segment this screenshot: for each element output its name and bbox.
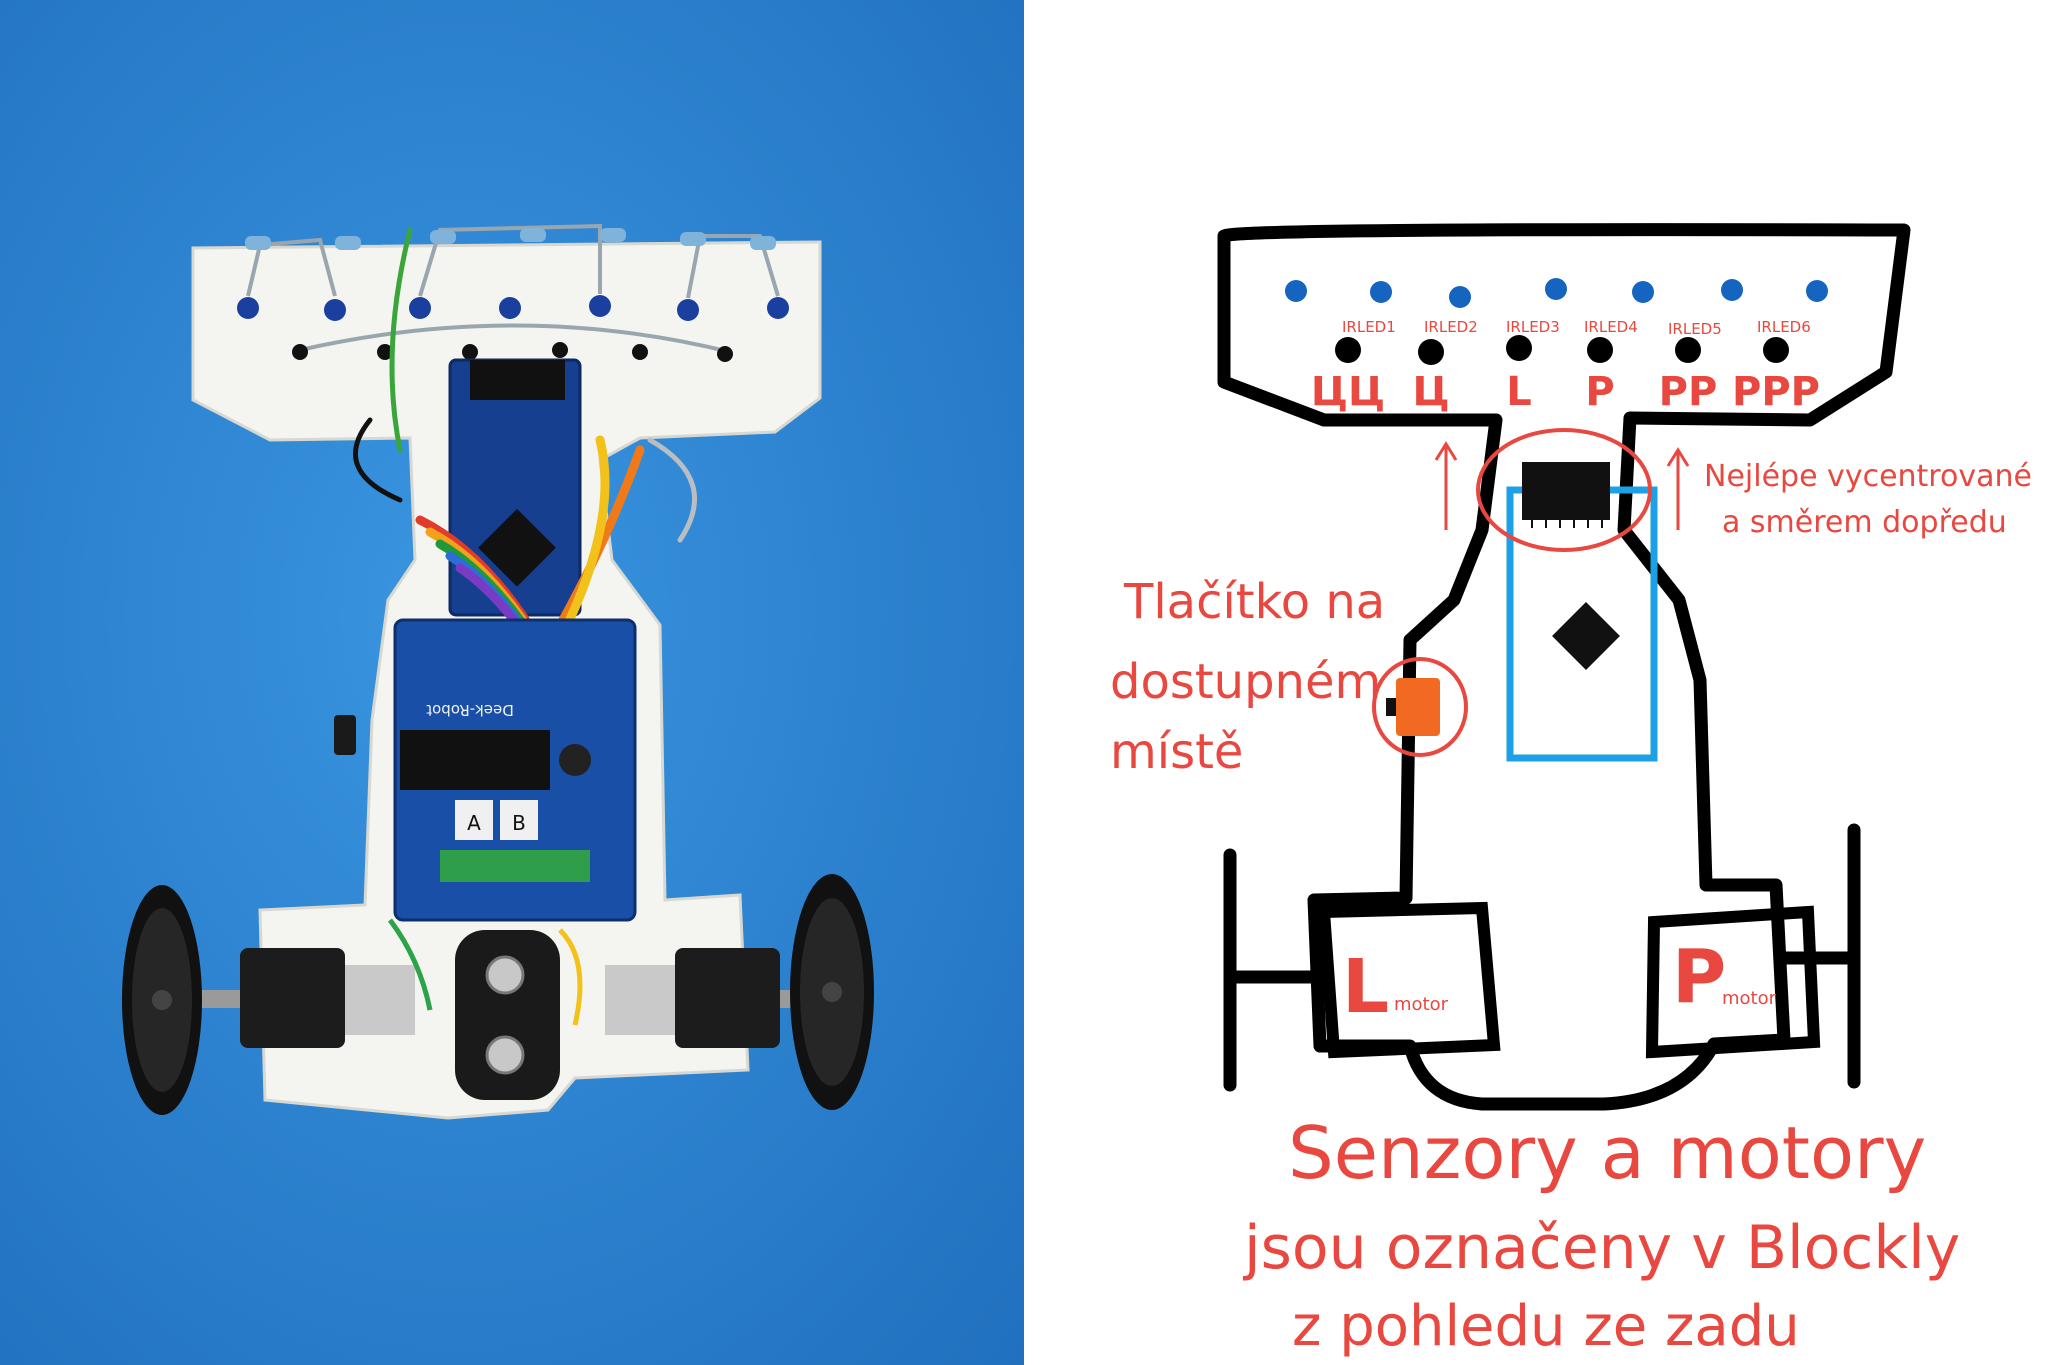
- note-button-line1: Tlačítko na: [1123, 574, 1385, 630]
- annotated-sketch: IRLED1 IRLED2 IRLED3 IRLED4 IRLED5 IRLED…: [1024, 0, 2048, 1365]
- sensor-dot-3: [1506, 335, 1532, 361]
- motor-left-letter: L: [1342, 944, 1389, 1030]
- note-center-line1: Nejlépe vycentrované: [1704, 459, 2032, 494]
- battery-wire-yellow: [558, 928, 583, 1026]
- robot-photo: A B Deek-Robot: [0, 0, 1024, 1365]
- motor-right-letter: P: [1672, 934, 1726, 1020]
- sensor-id-1: IRLED1: [1342, 318, 1396, 336]
- arrow-left: [1434, 441, 1458, 530]
- chip-upper-pins: [1531, 520, 1603, 528]
- battery-wire-green: [387, 918, 433, 1011]
- sensor-dot-1: [1335, 337, 1361, 363]
- chip-upper: [1522, 462, 1610, 520]
- sketch-led-row: [1285, 278, 1828, 308]
- sensor-id-2: IRLED2: [1424, 318, 1478, 336]
- highlight-circle-button: [1372, 657, 1468, 757]
- arrow-right: [1666, 447, 1690, 530]
- sensor-label-2: Ц: [1412, 369, 1449, 415]
- motor-driver-board: A B Deek-Robot: [393, 618, 637, 922]
- note-button-line3: místě: [1110, 724, 1243, 780]
- motor-left: [240, 948, 415, 1048]
- robot-photo-illustration: A B Deek-Robot: [0, 0, 1024, 1365]
- sketch-motor-left: [1317, 901, 1501, 1059]
- resistor-bodies: [245, 228, 776, 250]
- ir-led-row: [237, 295, 789, 321]
- note-button-line2: dostupném: [1110, 654, 1381, 710]
- sensor-dot-6: [1763, 337, 1789, 363]
- channel-a-label: A: [467, 811, 481, 835]
- sketch-button-knob: [1386, 698, 1396, 716]
- motor-right-sub: motor: [1722, 988, 1777, 1009]
- resistors: [246, 223, 780, 354]
- sensor-id-6: IRLED6: [1757, 318, 1811, 336]
- note-bottom-line1: Senzory a motory: [1288, 1111, 1926, 1195]
- wheel-right: [790, 874, 874, 1110]
- sketch-svg: IRLED1 IRLED2 IRLED3 IRLED4 IRLED5 IRLED…: [1110, 223, 2032, 1359]
- note-button: Tlačítko na dostupném místě: [1110, 574, 1385, 780]
- sensor-label-1: ЦЦ: [1311, 369, 1385, 415]
- motor-right: [605, 948, 780, 1048]
- chip-lower: [1552, 602, 1620, 670]
- sensor-label-6: PPP: [1732, 369, 1820, 415]
- sensor-id-3: IRLED3: [1506, 318, 1560, 336]
- note-center: Nejlépe vycentrované a směrem dopředu: [1704, 459, 2032, 540]
- ir-receivers: [292, 342, 733, 362]
- sensor-dot-2: [1418, 339, 1444, 365]
- sensor-label-4: P: [1585, 369, 1614, 415]
- sketch-wheels: [1223, 823, 1861, 1092]
- highlight-circle-chip: [1476, 428, 1652, 552]
- push-button: [334, 715, 356, 755]
- channel-b-label: B: [512, 811, 526, 835]
- sensor-dot-5: [1675, 337, 1701, 363]
- sensor-group: IRLED1 IRLED2 IRLED3 IRLED4 IRLED5 IRLED…: [1311, 318, 1820, 415]
- sensor-label-3: L: [1506, 369, 1532, 415]
- board-silkscreen: Deek-Robot: [426, 701, 514, 719]
- sketch-button: [1396, 678, 1440, 736]
- battery-clip: [455, 930, 560, 1100]
- note-bottom: Senzory a motory jsou označeny v Blockly…: [1242, 1111, 1960, 1359]
- note-bottom-line3: z pohledu ze zadu: [1292, 1294, 1800, 1359]
- motor-left-sub: motor: [1394, 994, 1449, 1015]
- sensor-id-5: IRLED5: [1668, 320, 1722, 338]
- note-center-line2: a směrem dopředu: [1722, 505, 2007, 540]
- sensor-dot-4: [1587, 337, 1613, 363]
- note-bottom-line2: jsou označeny v Blockly: [1242, 1213, 1960, 1283]
- sensor-id-4: IRLED4: [1584, 318, 1638, 336]
- sensor-label-5: PP: [1659, 369, 1718, 415]
- sketch-motor-right: [1645, 905, 1821, 1059]
- wheel-left: [122, 885, 202, 1115]
